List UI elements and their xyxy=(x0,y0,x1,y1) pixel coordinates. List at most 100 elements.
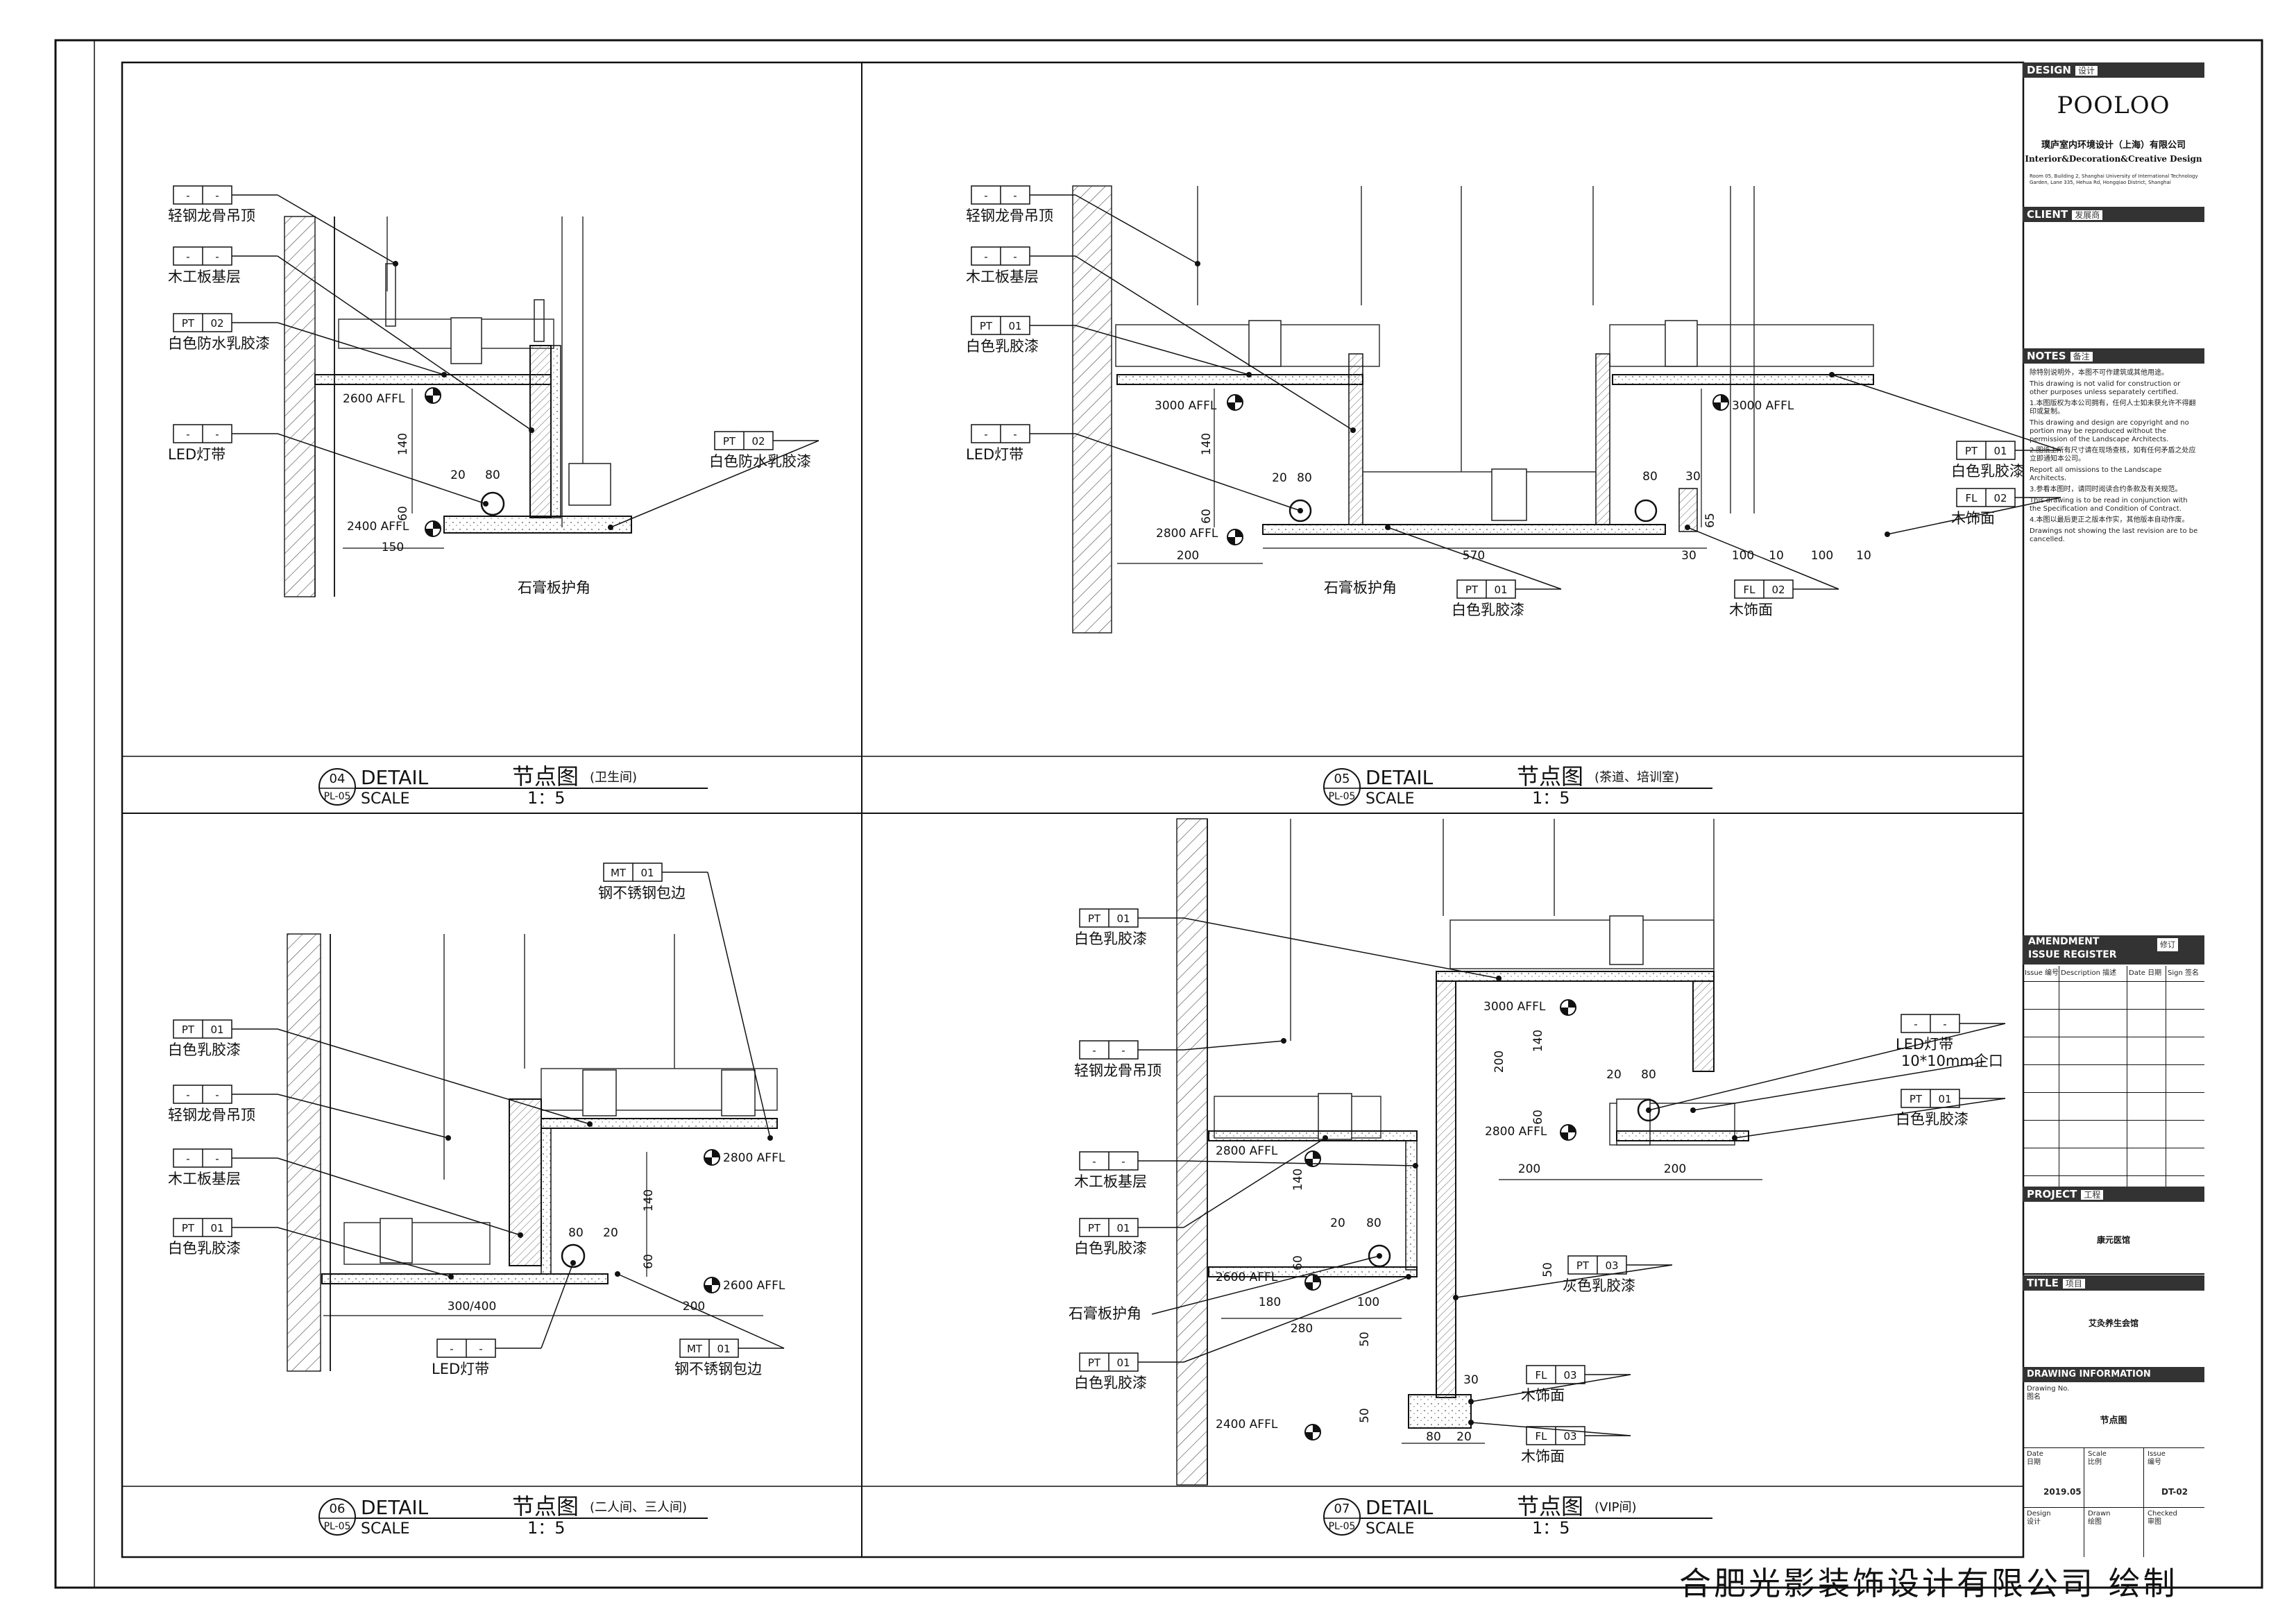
scale-value: 1：5 xyxy=(1532,1518,1570,1538)
tag-code: PT xyxy=(1088,1357,1101,1369)
tag-code: PT xyxy=(723,435,736,448)
d05-dim-80-right: 80 xyxy=(1642,470,1658,484)
d06-dim-60: 60 xyxy=(642,1254,656,1269)
scale-word: SCALE xyxy=(1366,1520,1415,1538)
tag-id: - xyxy=(215,1153,219,1165)
tag-id: - xyxy=(215,250,219,263)
tag-id: 01 xyxy=(1008,320,1021,332)
tag-code: - xyxy=(186,250,189,263)
d05-dim-100-b: 100 xyxy=(1811,549,1833,563)
scale-value: 1：5 xyxy=(527,788,566,808)
tag-id: 02 xyxy=(1993,492,2007,504)
detail-number: 06 xyxy=(330,1502,346,1516)
tag-label: 白色防水乳胶漆 xyxy=(168,335,270,352)
d04-dim-80: 80 xyxy=(485,468,500,482)
issue-value: DT-02 xyxy=(2161,1487,2188,1497)
tag-label: 白色乳胶漆 xyxy=(1074,1375,1147,1391)
tag-label: 轻钢龙骨吊顶 xyxy=(1074,1062,1162,1079)
d05-tag-board: --木工板基层 xyxy=(966,246,1356,433)
tag-code: - xyxy=(186,428,189,441)
scale-value: 1：5 xyxy=(527,1518,566,1538)
note-line: 2.图纸上所有尺寸请在现场查核，如有任何矛盾之处应立即通知本公司。 xyxy=(2030,447,2196,463)
d07-dim-60: 60 xyxy=(1531,1110,1545,1125)
note-line: 除特别说明外，本图不可作建筑或其他用途。 xyxy=(2030,369,2168,377)
d07-level-2600: 2600 AFFL xyxy=(1216,1271,1278,1284)
tag-label: 木饰面 xyxy=(1951,510,1995,527)
tag-code: PT xyxy=(1576,1259,1590,1272)
tag-label: 钢不锈钢包边 xyxy=(674,1361,762,1377)
d05-dim-30-b: 30 xyxy=(1681,549,1697,563)
tag-code: FL xyxy=(1536,1369,1548,1382)
detail-subtitle: (卫生间) xyxy=(590,770,637,785)
d05-dim-60: 60 xyxy=(1200,509,1214,524)
d07-dim-140: 140 xyxy=(1531,1030,1545,1052)
d05-corner-label: 石膏板护角 xyxy=(1324,579,1397,596)
tag-id: 01 xyxy=(210,1023,223,1036)
detail-07 xyxy=(1176,818,1762,1486)
d05-dim-200: 200 xyxy=(1177,549,1199,563)
tag-id: - xyxy=(1013,250,1017,263)
tag-id: - xyxy=(1013,189,1017,202)
detail-word: DETAIL xyxy=(1366,766,1434,789)
tag-label: 白色乳胶漆 xyxy=(168,1042,241,1058)
outer-border xyxy=(54,39,2263,1589)
d07-level-2800-right: 2800 AFFL xyxy=(1485,1125,1547,1139)
tag-label: 木工板基层 xyxy=(966,269,1039,285)
tag-label: 白色乳胶漆 xyxy=(966,338,1039,355)
d05-dim-100-a: 100 xyxy=(1732,549,1754,563)
amend-col-head: Issue 编号 xyxy=(2025,969,2059,977)
detail-title: 节点图 xyxy=(1517,1493,1583,1520)
d07-dim-50-b: 50 xyxy=(1358,1332,1372,1347)
detail-sheet-ref: PL-05 xyxy=(324,1521,351,1532)
note-line: Report all omissions to the Landscape Ar… xyxy=(2030,466,2162,482)
tag-code: - xyxy=(984,189,987,202)
d07-dim-20: 20 xyxy=(1606,1068,1622,1082)
tag-id: 03 xyxy=(1605,1259,1618,1272)
tag-id: 01 xyxy=(1116,1357,1130,1369)
detail-05 xyxy=(1072,185,1874,634)
d06-dim-80: 80 xyxy=(568,1226,584,1240)
d07-dim-50-c: 50 xyxy=(1358,1408,1372,1423)
d04-dim-60: 60 xyxy=(396,506,410,521)
tag-id: 01 xyxy=(1116,1222,1130,1234)
d05-dim-570: 570 xyxy=(1463,549,1485,563)
tag-id: - xyxy=(479,1343,482,1355)
tag-code: FL xyxy=(1536,1430,1548,1443)
d07-dim-50-a: 50 xyxy=(1541,1262,1555,1277)
detail-word: DETAIL xyxy=(1366,1496,1434,1519)
tag-code: PT xyxy=(1965,445,1978,457)
tag-id: 03 xyxy=(1563,1369,1576,1382)
d04-level-2600: 2600 AFFL xyxy=(343,392,405,406)
detail-word: DETAIL xyxy=(361,1496,429,1519)
tag-code: - xyxy=(186,1153,189,1165)
tag-label: 木工板基层 xyxy=(168,1171,241,1187)
d07-dim-180: 180 xyxy=(1259,1295,1281,1309)
detail-title: 节点图 xyxy=(1517,763,1583,790)
tag-label: 钢不锈钢包边 xyxy=(598,885,686,901)
detail-04 xyxy=(284,216,632,597)
tag-label: 白色乳胶漆 xyxy=(168,1240,241,1257)
tag-code: PT xyxy=(182,1222,195,1234)
notes-list: 除特别说明外，本图不可作建筑或其他用途。This drawing is not … xyxy=(2030,369,2199,547)
detail-subtitle: (VIP间) xyxy=(1595,1500,1637,1515)
